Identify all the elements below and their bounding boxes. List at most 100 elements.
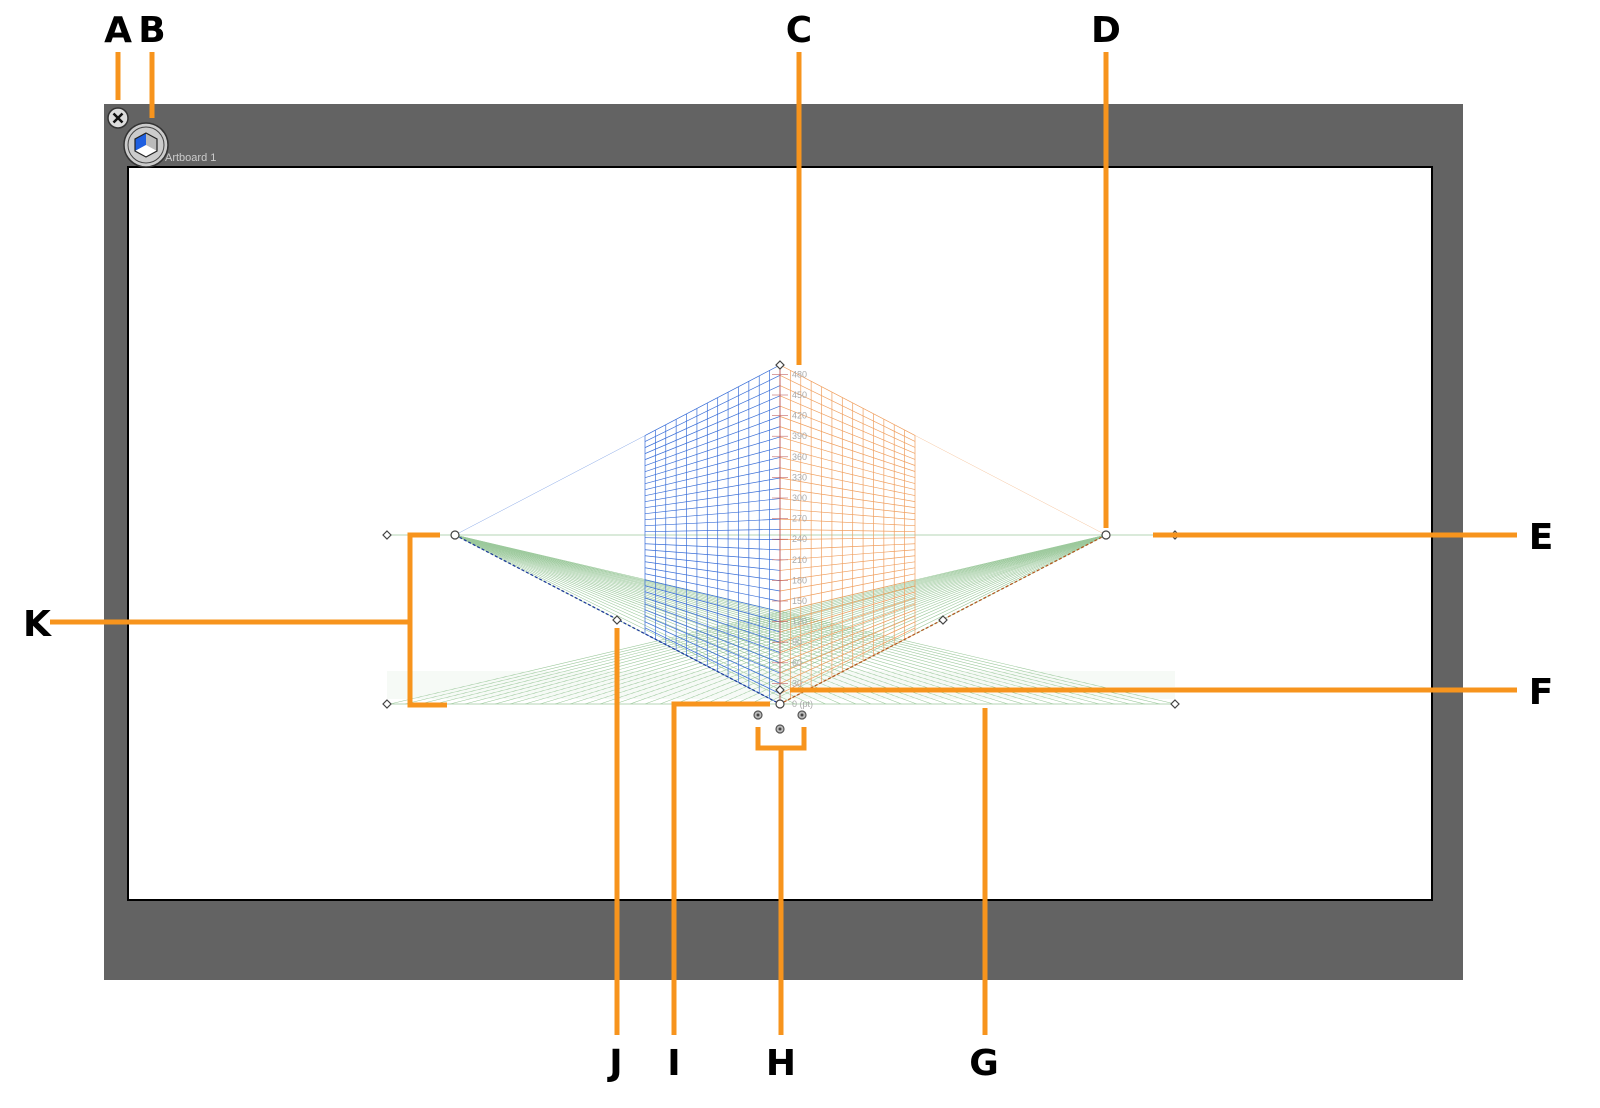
origin-station-point[interactable] bbox=[775, 699, 785, 709]
ruler-label: 120 bbox=[792, 617, 807, 627]
callout-label-b: B bbox=[138, 10, 165, 51]
left-grid-horizontal-line bbox=[644, 426, 781, 472]
left-grid-horizontal-line bbox=[644, 585, 781, 623]
right-grid-horizontal-line bbox=[779, 597, 916, 643]
left-grid-horizontal-line bbox=[644, 615, 781, 674]
right-grid-horizontal-line bbox=[779, 579, 916, 612]
right-grid-horizontal-line bbox=[779, 426, 916, 472]
right-grid-ground-edge bbox=[779, 534, 1107, 705]
callout-label-e: E bbox=[1529, 517, 1554, 558]
left-grid-horizontal-line bbox=[644, 477, 781, 503]
ruler-label: 210 bbox=[792, 555, 807, 565]
right-grid-horizontal-line bbox=[779, 487, 916, 508]
right-grid-horizontal-line bbox=[779, 477, 916, 502]
right-grid-horizontal-line bbox=[779, 591, 916, 633]
left-grid-horizontal-line bbox=[644, 436, 781, 478]
horizon-height-handle[interactable] bbox=[775, 685, 785, 695]
left-grid-horizontal-line bbox=[644, 597, 781, 643]
left-grid-plane-control-dot bbox=[756, 713, 760, 717]
right-grid-horizontal-line bbox=[779, 395, 916, 454]
callout-label-h: H bbox=[766, 1043, 796, 1084]
left-grid-horizontal-line bbox=[644, 487, 781, 509]
left-grid-extent-line bbox=[454, 364, 781, 536]
right-grid-horizontal-line bbox=[779, 543, 916, 551]
callout-label-j: J bbox=[606, 1043, 622, 1084]
left-grid-horizontal-line bbox=[644, 579, 781, 612]
right-grid-horizontal-line bbox=[779, 385, 916, 448]
right-grid-horizontal-line bbox=[779, 374, 916, 442]
right-grid-horizontal-line bbox=[779, 446, 916, 484]
callout-line-h bbox=[755, 727, 807, 1035]
ruler-label: 270 bbox=[792, 514, 807, 524]
right-grid-horizontal-line bbox=[779, 416, 916, 466]
right-vanishing-point[interactable] bbox=[1101, 530, 1111, 540]
callout-label-k: K bbox=[23, 604, 52, 645]
horizontal-grid-plane-control-dot bbox=[778, 727, 782, 731]
left-grid-horizontal-line bbox=[644, 621, 781, 684]
horizon-left-handle[interactable] bbox=[382, 530, 392, 540]
artboard-name: Artboard 1 bbox=[165, 152, 216, 164]
left-grid-extent-handle[interactable] bbox=[612, 615, 622, 625]
ruler-label: 180 bbox=[792, 575, 807, 585]
perspective-cube-icon[interactable] bbox=[123, 122, 169, 168]
callout-line-i bbox=[671, 701, 770, 1035]
ruler-label: 300 bbox=[792, 493, 807, 503]
callout-label-d: D bbox=[1091, 10, 1121, 51]
callout-label-c: C bbox=[786, 10, 812, 51]
ruler-label: 0 (pt) bbox=[792, 699, 813, 709]
right-grid-extent-line bbox=[779, 364, 1107, 536]
vertical-grid-extent-handle[interactable] bbox=[775, 360, 785, 370]
right-grid-horizontal-line bbox=[779, 508, 916, 521]
ruler-label: 90 bbox=[792, 637, 802, 647]
left-grid-horizontal-line bbox=[644, 446, 781, 484]
left-grid-ground-edge bbox=[454, 534, 781, 705]
right-grid-horizontal-line bbox=[779, 518, 916, 527]
right-grid-horizontal-line bbox=[779, 436, 916, 478]
ground-right-handle[interactable] bbox=[1170, 699, 1180, 709]
right-grid-plane-control-dot bbox=[800, 713, 804, 717]
ruler-label: 60 bbox=[792, 658, 802, 668]
left-grid-horizontal-line bbox=[644, 627, 781, 695]
right-grid-horizontal-line bbox=[779, 609, 916, 664]
right-grid-horizontal-line bbox=[779, 573, 916, 602]
right-grid-horizontal-line bbox=[779, 555, 916, 571]
ruler-label: 420 bbox=[792, 411, 807, 421]
perspective-grid[interactable] bbox=[382, 360, 1180, 734]
vertical-grid-ruler: 0 (pt)3060901201501802102402703003303603… bbox=[772, 369, 813, 709]
right-grid-horizontal-line bbox=[779, 467, 916, 496]
right-grid-horizontal-line bbox=[779, 627, 916, 695]
left-grid-horizontal-line bbox=[644, 561, 781, 582]
right-grid-horizontal-line bbox=[779, 498, 916, 514]
ruler-label: 150 bbox=[792, 596, 807, 606]
left-grid-horizontal-line bbox=[644, 543, 781, 551]
left-vanishing-point[interactable] bbox=[450, 530, 460, 540]
right-grid-horizontal-line bbox=[779, 621, 916, 684]
left-grid-horizontal-line bbox=[644, 555, 781, 571]
ruler-label: 30 bbox=[792, 678, 802, 688]
right-grid-extent-handle[interactable] bbox=[938, 615, 948, 625]
ruler-label: 450 bbox=[792, 390, 807, 400]
left-grid-horizontal-line bbox=[644, 498, 781, 515]
right-grid-horizontal-line bbox=[779, 561, 916, 582]
right-grid-horizontal-line bbox=[779, 549, 916, 561]
ruler-label: 330 bbox=[792, 472, 807, 482]
right-grid-horizontal-line bbox=[779, 603, 916, 653]
left-grid-horizontal-line bbox=[644, 549, 781, 561]
right-grid-horizontal-line bbox=[779, 567, 916, 592]
right-grid-horizontal-line bbox=[779, 405, 916, 460]
left-grid-horizontal-line bbox=[644, 374, 781, 442]
callout-label-f: F bbox=[1529, 672, 1554, 713]
ground-left-handle[interactable] bbox=[382, 699, 392, 709]
left-grid-horizontal-line bbox=[644, 573, 781, 602]
left-grid-horizontal-line bbox=[644, 405, 781, 460]
close-icon[interactable] bbox=[107, 107, 129, 129]
callout-label-g: G bbox=[969, 1043, 999, 1084]
ruler-label: 480 bbox=[792, 369, 807, 379]
left-grid-horizontal-line bbox=[644, 567, 781, 592]
left-grid-horizontal-line bbox=[644, 603, 781, 653]
ruler-label: 360 bbox=[792, 452, 807, 462]
right-grid-horizontal-line bbox=[779, 457, 916, 490]
left-grid-horizontal-line bbox=[644, 537, 781, 540]
